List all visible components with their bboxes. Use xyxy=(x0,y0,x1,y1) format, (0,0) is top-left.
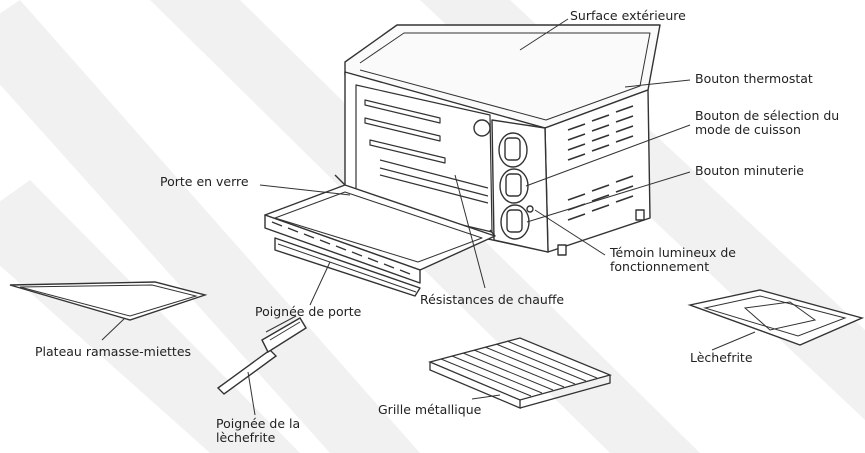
label-temoin-line2: fonctionnement xyxy=(610,259,710,274)
door-handle xyxy=(274,237,421,297)
timer-knob xyxy=(500,204,530,240)
crumb-tray xyxy=(9,281,208,321)
label-grille: Grille métallique xyxy=(378,402,482,417)
label-poignee-lechefrite: Poignée de la lèchefrite xyxy=(216,417,300,445)
label-temoin-line1: Témoin lumineux de xyxy=(610,245,736,260)
label-temoin-lumineux: Témoin lumineux de fonctionnement xyxy=(610,246,736,274)
mode-selector-knob xyxy=(499,168,529,204)
indicator-light xyxy=(526,205,534,213)
label-bouton-selection-line1: Bouton de sélection du xyxy=(695,108,840,123)
baking-tray xyxy=(687,289,865,346)
label-plateau: Plateau ramasse-miettes xyxy=(35,344,192,359)
toaster-oven xyxy=(264,24,661,297)
baking-tray-handle xyxy=(216,315,307,395)
label-bouton-selection-line2: mode de cuisson xyxy=(695,122,801,137)
label-surface-exterieure: Surface extérieure xyxy=(570,8,686,23)
thermostat-knob xyxy=(498,132,528,168)
label-resistances: Résistances de chauffe xyxy=(420,292,565,307)
label-poignee-lechefrite-line1: Poignée de la xyxy=(216,416,301,431)
label-bouton-thermostat: Bouton thermostat xyxy=(695,71,813,86)
label-porte-en-verre: Porte en verre xyxy=(160,174,249,189)
wire-rack xyxy=(427,337,612,409)
label-poignee-de-porte: Poignée de porte xyxy=(255,304,362,319)
label-lechefrite: Lèchefrite xyxy=(690,350,753,365)
leader-lines xyxy=(101,18,756,416)
label-bouton-selection: Bouton de sélection du mode de cuisson xyxy=(695,109,839,137)
label-poignee-lechefrite-line2: lèchefrite xyxy=(216,430,276,445)
label-bouton-minuterie: Bouton minuterie xyxy=(695,163,804,178)
